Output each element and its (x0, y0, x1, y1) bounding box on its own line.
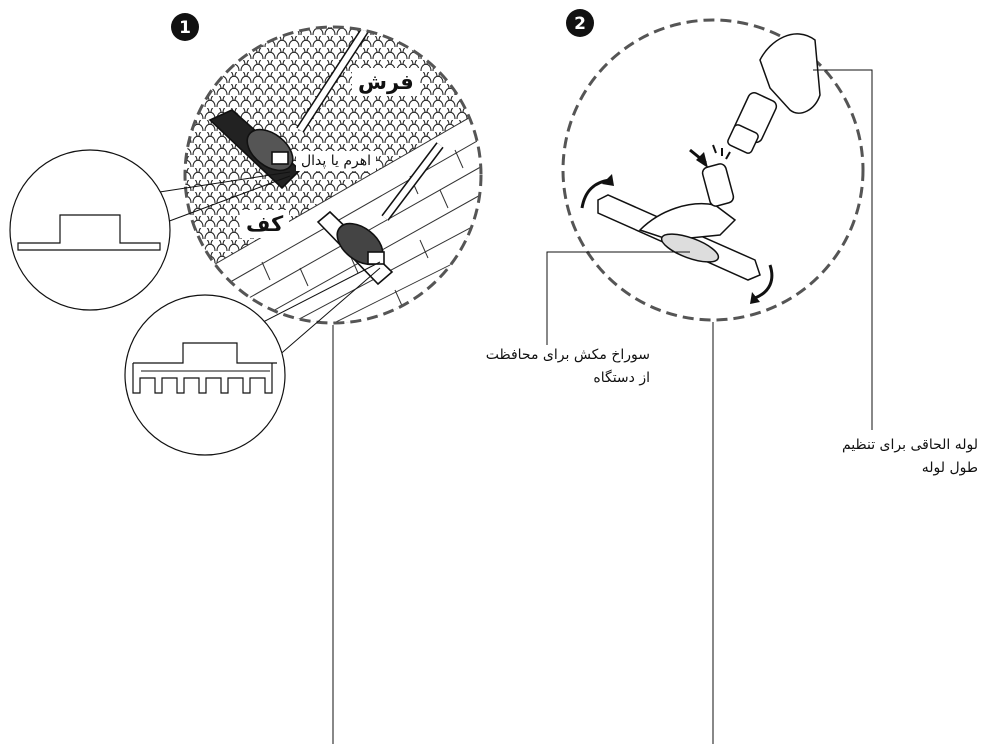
suction-hole-leader-line (546, 251, 690, 345)
detail-carpet-mode (9, 149, 291, 311)
tube-callout: لوله الحاقی برای تنظیم طول لوله (748, 434, 978, 480)
label-carpet: فرش (352, 68, 420, 96)
tube-leader-line (813, 69, 873, 430)
hand-with-tube (727, 33, 821, 154)
press-arrow-icon (689, 144, 731, 168)
step-2-illustration (561, 18, 865, 322)
zoom-circle-1 (183, 25, 483, 325)
hand-with-nozzle (597, 163, 761, 281)
step-2-badge: 2 (566, 9, 594, 37)
step-1-badge: 1 (171, 13, 199, 41)
label-floor: کف (240, 210, 290, 238)
detail-floor-mode (124, 261, 381, 456)
step-1-number: 1 (179, 18, 191, 38)
suction-hole-callout: سوراخ مکش برای محافظت از دستگاه (446, 344, 650, 390)
nozzle-on-floor (316, 142, 444, 286)
step-1-illustration (183, 25, 483, 325)
rotate-arrow-right-icon (754, 264, 774, 300)
suction-hole-line-1: سوراخ مکش برای محافظت (485, 347, 650, 363)
tube-line-1: لوله الحاقی برای تنظیم (841, 437, 978, 453)
tube-line-2: طول لوله (921, 460, 978, 476)
zoom-circle-2 (561, 18, 865, 322)
suction-hole-line-2: از دستگاه (593, 370, 650, 386)
step-2-number: 2 (574, 14, 586, 34)
label-lever: اهرم یا پدال (296, 151, 377, 171)
